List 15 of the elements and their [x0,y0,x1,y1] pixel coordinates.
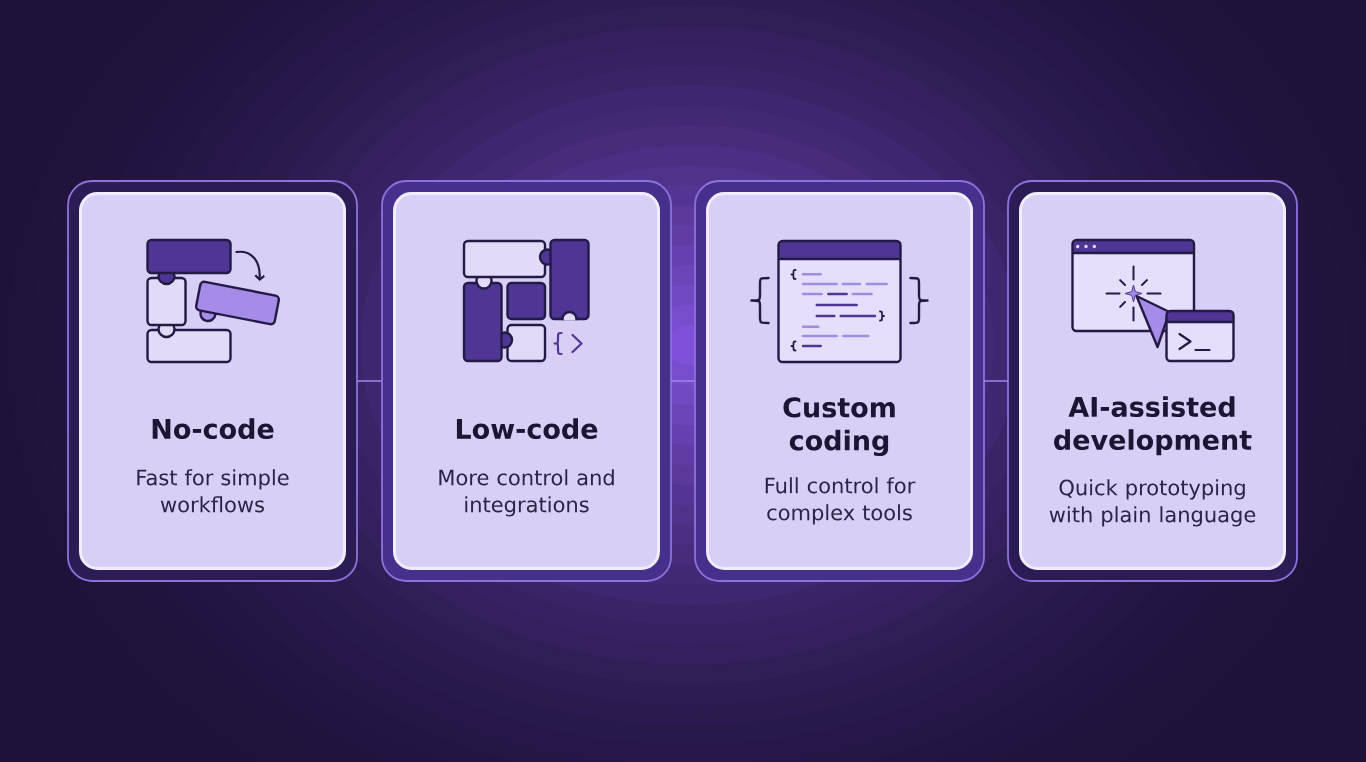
card-text: Quick prototyping with plain language [1049,479,1256,527]
card [694,180,985,582]
card-text: More control and integrations [439,469,614,517]
card-title: Low-code [456,418,598,440]
connector-line [356,380,383,382]
card-title: Custom coding [783,397,895,457]
card-title: No-code [152,418,274,440]
card [67,180,358,582]
card [381,180,672,582]
card-text: Fast for simple workflows [137,469,289,513]
connector-line [670,380,696,382]
connector-line [983,380,1009,382]
card [1007,180,1298,582]
card-text: Full control for complex tools [765,477,916,525]
card-title: AI-assisted development [1054,396,1252,456]
